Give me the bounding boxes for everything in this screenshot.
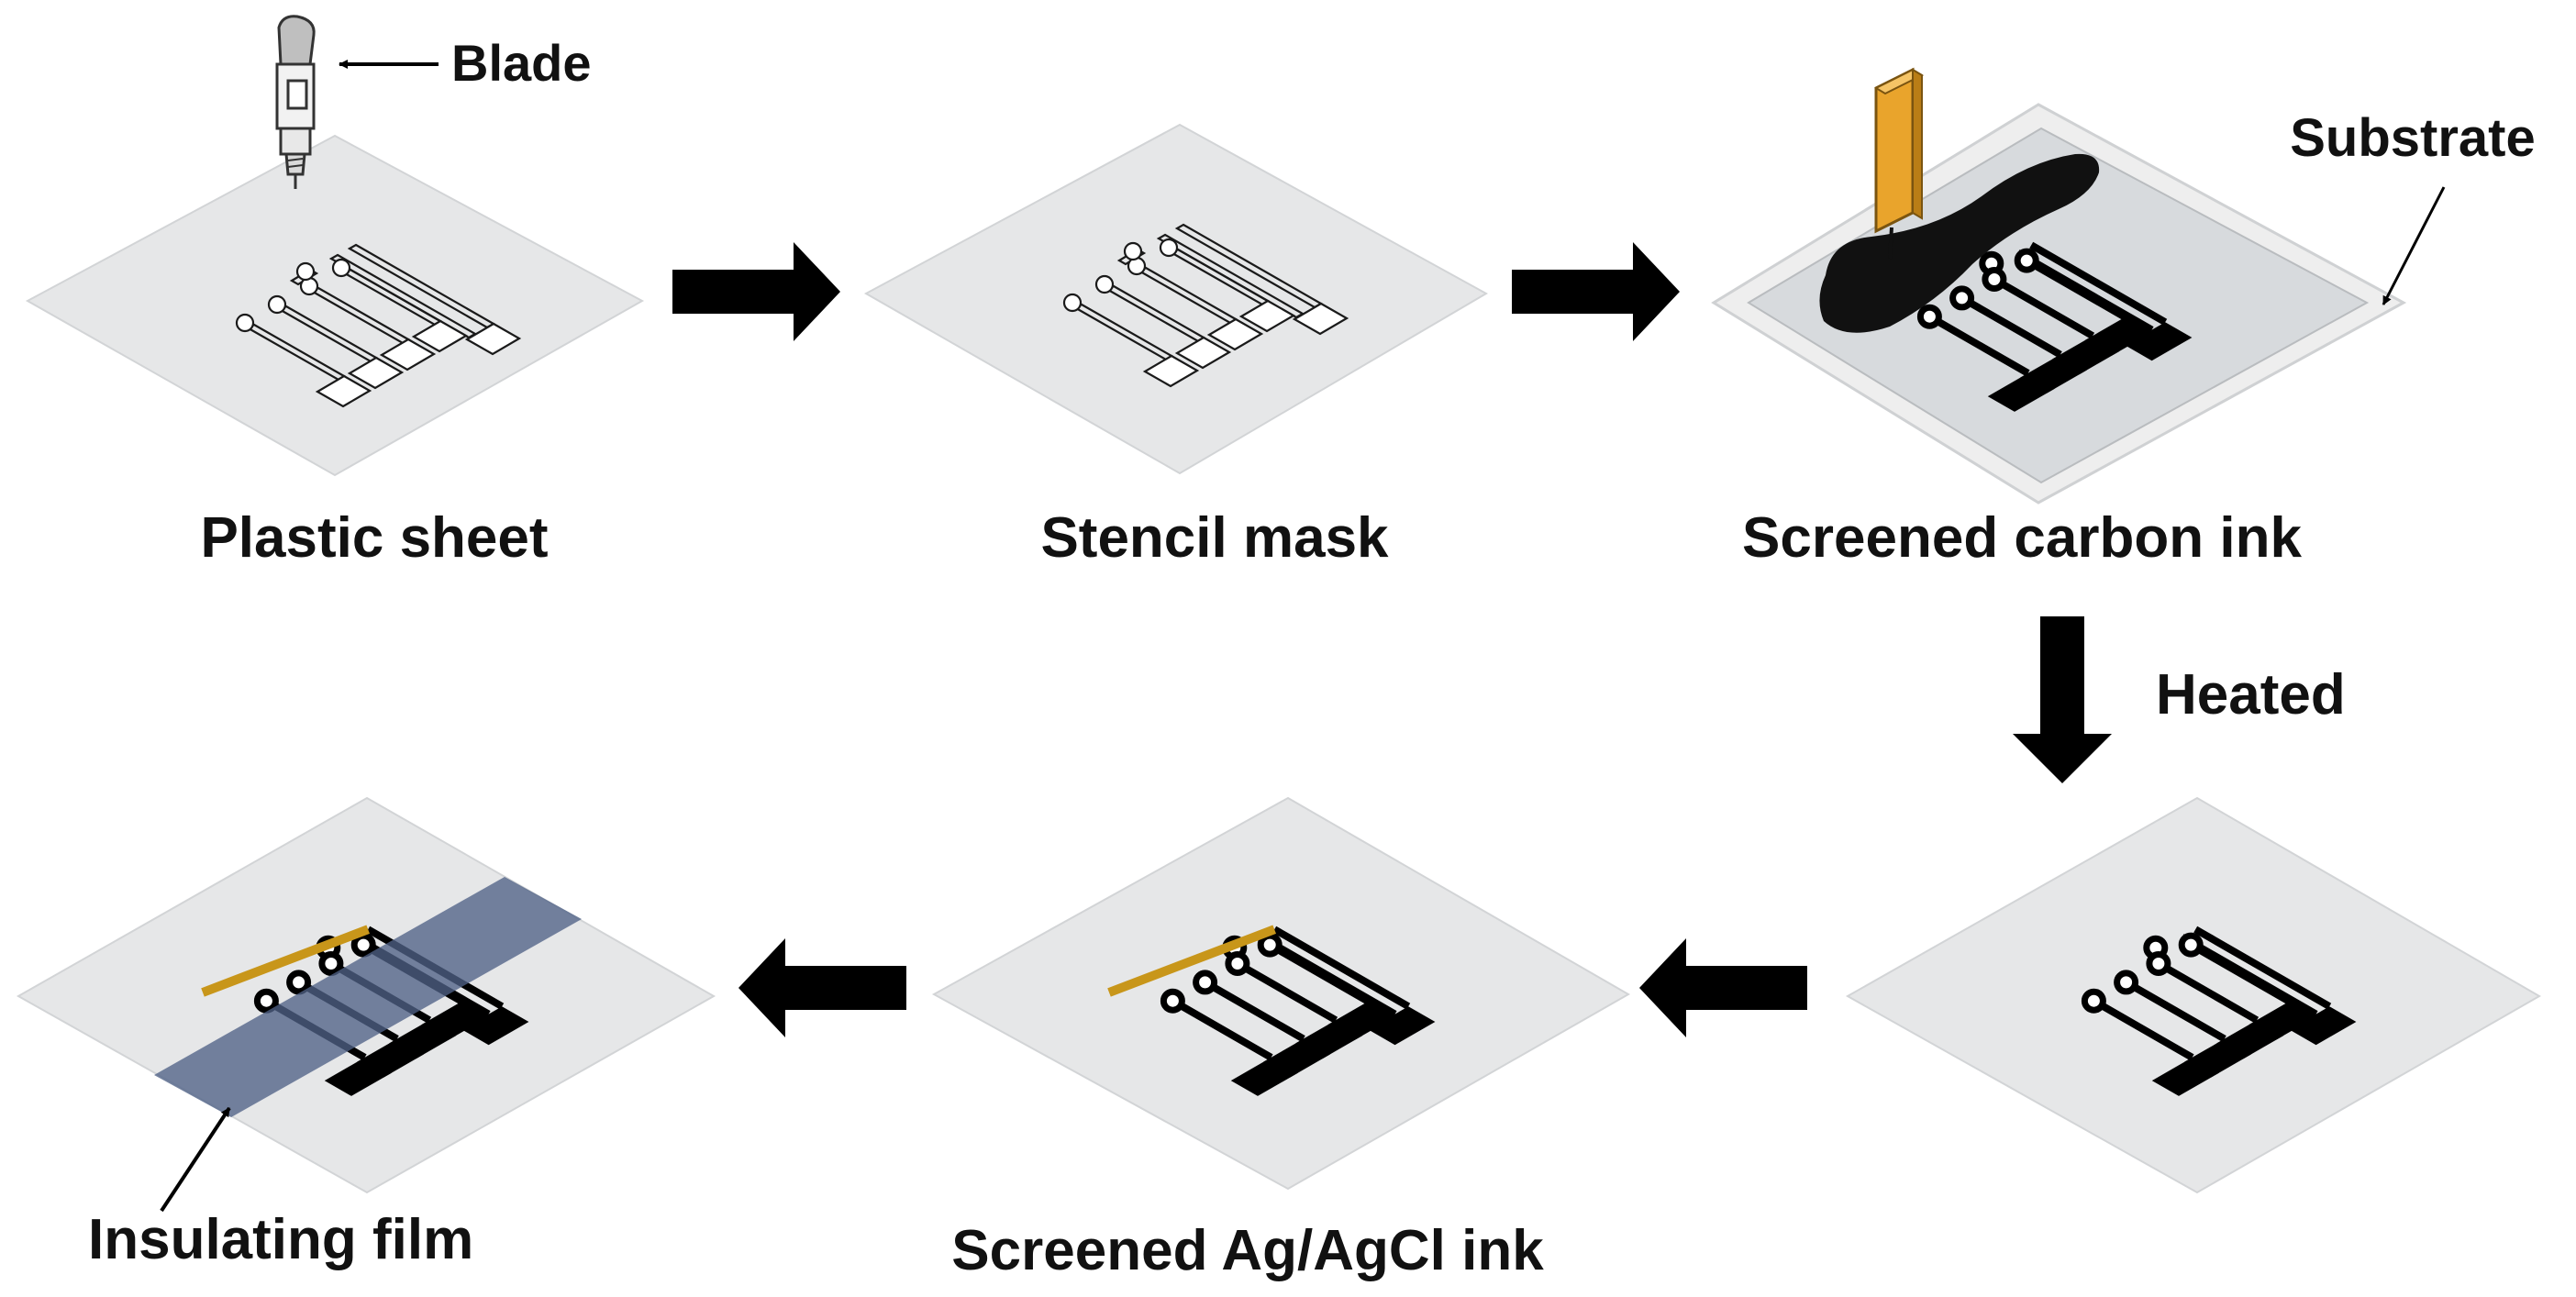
squeegee-icon [1873, 67, 1925, 260]
label-stencil-mask: Stencil mask [1040, 506, 1389, 570]
panel-screened-carbon-ink: Substrate Screened carbon ink [1711, 67, 2536, 570]
arrow-icon [672, 242, 840, 341]
label-screened-carbon-ink: Screened carbon ink [1742, 506, 2302, 570]
label-insulating-film: Insulating film [88, 1208, 473, 1271]
blade-icon [275, 15, 316, 189]
arrow-icon [738, 938, 906, 1037]
label-plastic-sheet: Plastic sheet [200, 506, 548, 570]
heated-sheet [1845, 796, 2542, 1194]
insulating-film [154, 877, 582, 1117]
panel-stencil-mask: Stencil mask [863, 123, 1489, 570]
substrate-pointer [2382, 186, 2446, 305]
panel-plastic-sheet: Blade Plastic sheet [25, 15, 645, 570]
panel-heated-electrode [1845, 796, 2542, 1194]
arrow-icon [1639, 938, 1807, 1037]
arrow-icon [2013, 616, 2112, 783]
agagcl-reference-line [1107, 925, 1276, 997]
panel-insulating-film: Insulating film [16, 796, 716, 1271]
stencil-sheet [863, 123, 1489, 475]
label-heated: Heated [2156, 663, 2346, 726]
arrow-icon [1512, 242, 1680, 341]
agagcl-sheet [931, 796, 1631, 1191]
plastic-sheet [25, 134, 645, 477]
agagcl-reference-line-final [201, 925, 370, 997]
label-blade: Blade [451, 34, 592, 92]
film-pointer-arrow [160, 1106, 231, 1213]
label-substrate: Substrate [2290, 108, 2536, 168]
label-screened-agagcl-ink: Screened Ag/AgCl ink [951, 1219, 1544, 1282]
carbon-ink-blob [1819, 153, 2100, 333]
panel-screened-agagcl-ink: Screened Ag/AgCl ink [931, 796, 1631, 1282]
